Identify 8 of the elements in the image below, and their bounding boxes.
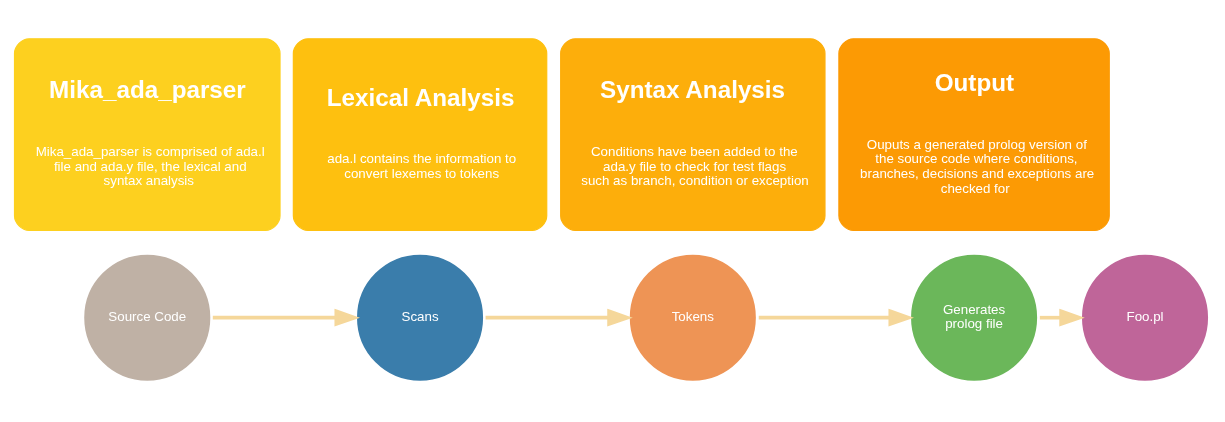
node-box: Lexical Analysis ada.l contains the information to convert lexemes to tokens: [292, 38, 548, 231]
arrow: [212, 308, 360, 327]
arrow: [485, 308, 633, 327]
node-box: Output Ouputs a generated prolog version of the source code where conditions, branches, decisions and exceptions are checked for: [838, 38, 1110, 231]
arrow: [758, 308, 914, 327]
node-box: Syntax Analysis Conditions have been added to the ada.y file to check for test flags such as branch, condition or exception: [560, 38, 826, 231]
node-box: Mika_ada_parser Mika_ada_parser is comprised of ada.l file and ada.y file, the lexical and syntax analysis: [13, 38, 281, 231]
arrow: [1039, 308, 1085, 327]
